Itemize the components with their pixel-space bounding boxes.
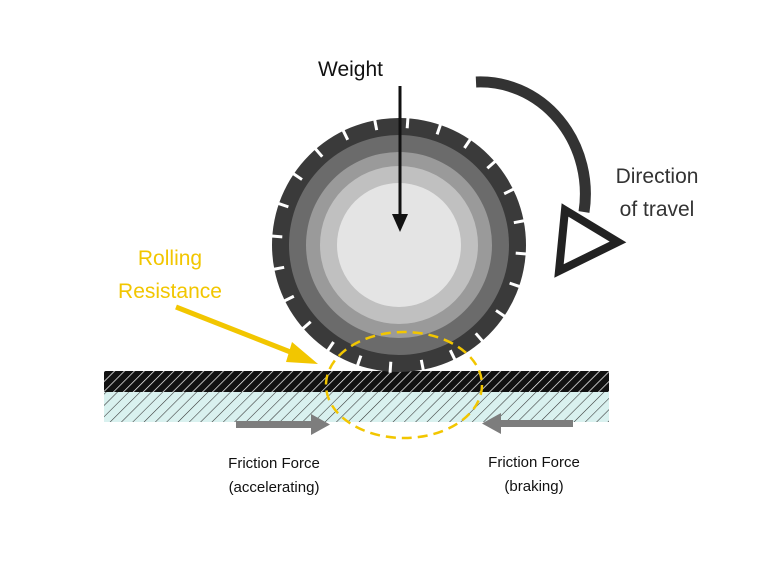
- tread-notch: [448, 349, 457, 361]
- direction-line-2: of travel: [619, 198, 695, 221]
- tread-notch: [283, 294, 295, 303]
- road-surface: [104, 371, 609, 392]
- friction-braking-label: Friction Force (braking): [464, 451, 604, 499]
- friction-accelerating-label: Friction Force (accelerating): [204, 452, 344, 500]
- tread-notch: [326, 341, 335, 352]
- weight-label: Weight: [318, 58, 383, 81]
- tire-tread: [271, 117, 527, 373]
- direction-line-1: Direction: [615, 165, 699, 188]
- tread-notch: [474, 332, 485, 343]
- tread-notch: [513, 219, 525, 225]
- friction-braking-line-1: Friction Force: [488, 454, 580, 471]
- tread-notch: [486, 159, 497, 170]
- direction-of-travel-label: Direction of travel: [602, 160, 712, 226]
- tread-notch: [373, 119, 379, 131]
- rolling-resistance-arrow-icon: [175, 304, 318, 364]
- tread-notch: [509, 281, 521, 289]
- tread-notch: [463, 138, 472, 149]
- friction-braking-line-2: (braking): [504, 478, 564, 495]
- rotation-arrow-icon: [475, 76, 627, 278]
- tread-notch: [313, 147, 324, 158]
- rolling-line-2: Resistance: [118, 280, 222, 303]
- tread-notch: [495, 309, 506, 318]
- tread-notch: [355, 355, 363, 367]
- tread-notch: [435, 123, 443, 135]
- tread-notch: [292, 172, 303, 181]
- weight-arrow-icon: [392, 86, 408, 232]
- tread-notch: [341, 129, 350, 141]
- tread-notch: [277, 201, 289, 209]
- tread-notch: [515, 251, 527, 256]
- tread-notch: [503, 187, 515, 196]
- tread-notch: [405, 117, 410, 129]
- contact-patch-outline: [324, 330, 484, 440]
- tread-notch: [271, 234, 283, 239]
- friction-accelerating-line-2: (accelerating): [228, 479, 320, 496]
- rolling-resistance-label: Rolling Resistance: [104, 242, 236, 308]
- tread-notch: [388, 361, 393, 373]
- tread-notch: [273, 265, 285, 271]
- tread-notch: [419, 359, 425, 371]
- tread-notch: [301, 320, 312, 331]
- rolling-line-1: Rolling: [137, 247, 203, 270]
- friction-accelerating-line-1: Friction Force: [228, 455, 320, 472]
- tire: [271, 117, 527, 373]
- friction-arrow-accelerating-icon: [236, 414, 330, 435]
- friction-arrow-braking-icon: [482, 413, 573, 434]
- ground-substrate: [104, 392, 609, 422]
